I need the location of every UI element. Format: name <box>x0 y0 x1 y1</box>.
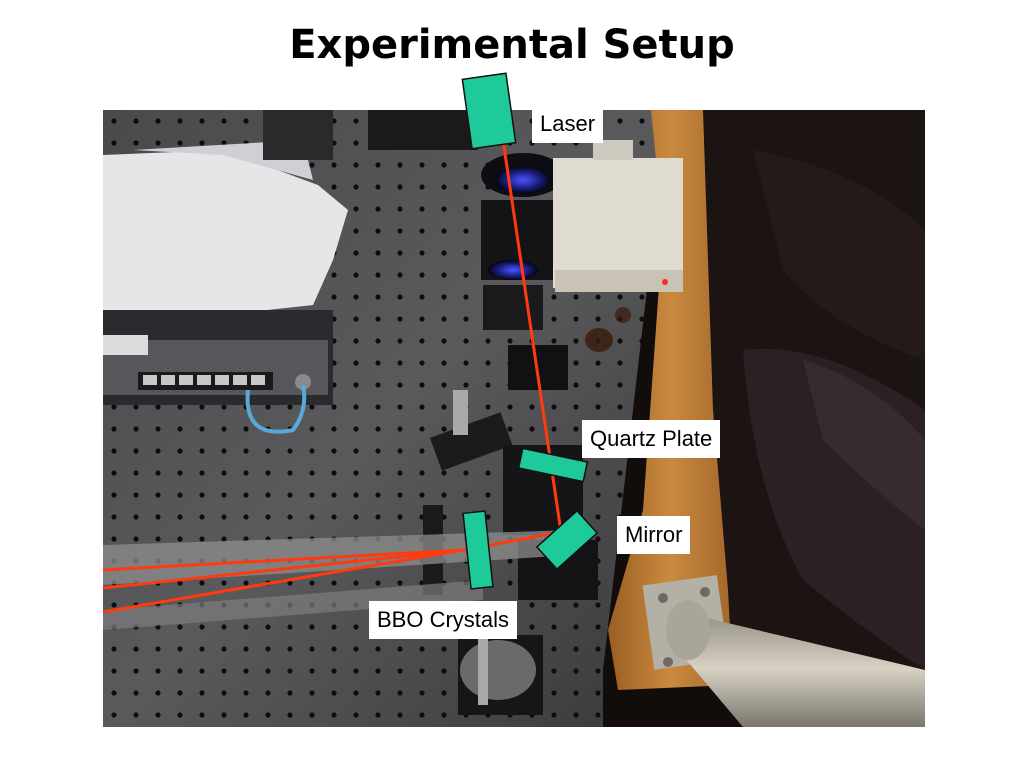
slide-title: Experimental Setup <box>289 22 735 68</box>
bbo-crystals-label: BBO Crystals <box>369 601 518 639</box>
controller-box <box>103 310 333 405</box>
laser-controller <box>553 140 683 292</box>
laser-label: Laser <box>532 105 604 143</box>
blue-cable <box>245 384 307 434</box>
quartz-plate-label: Quartz Plate <box>582 420 721 458</box>
mirror-label: Mirror <box>617 516 691 554</box>
pipe-flange <box>642 575 925 727</box>
paper-sheet <box>103 150 348 330</box>
